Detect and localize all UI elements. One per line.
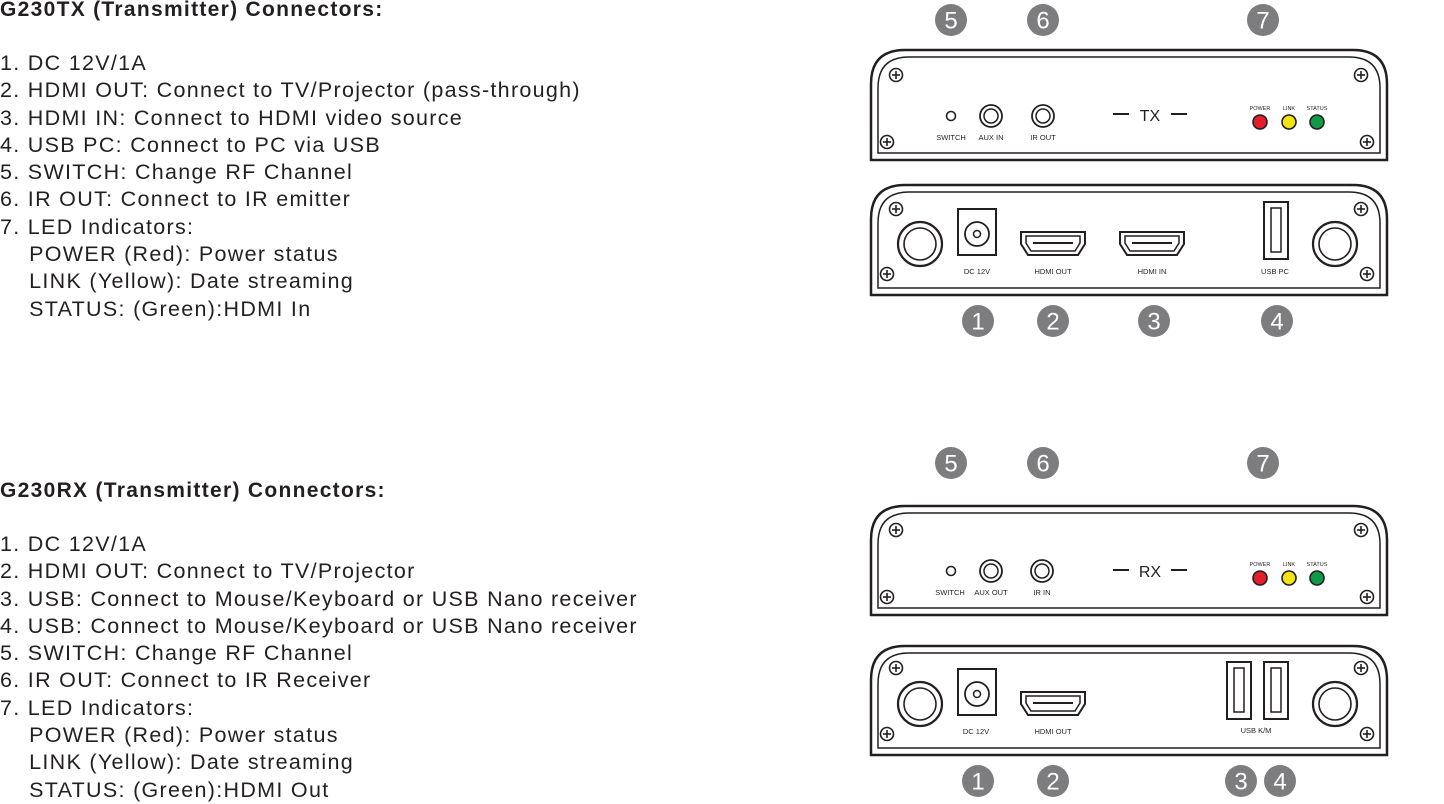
tx-line: STATUS: (Green):HDMI In <box>0 296 312 321</box>
port-label: SWITCH <box>936 133 966 142</box>
port-label: DC 12V <box>963 727 989 736</box>
callout-6: 6 <box>1036 8 1049 35</box>
usb-km-port-2 <box>1263 661 1289 720</box>
led-link <box>1281 114 1297 130</box>
tx-badge: TX <box>1140 108 1161 125</box>
hdmi-out-port <box>1020 691 1086 716</box>
led-label: STATUS <box>1307 562 1328 568</box>
led-status <box>1309 570 1325 586</box>
led-label: STATUS <box>1307 106 1328 112</box>
callout-7: 7 <box>1256 451 1269 478</box>
ir-out-jack <box>1031 104 1055 128</box>
tx-line: 7. LED Indicators: <box>0 214 195 239</box>
ir-in-jack <box>1030 559 1054 583</box>
antenna-connector <box>896 220 944 268</box>
port-label: USB K/M <box>1241 726 1272 735</box>
port-label: HDMI IN <box>1138 267 1167 276</box>
rx-line: POWER (Red): Power status <box>0 723 339 748</box>
usb-pc-port <box>1263 201 1289 260</box>
antenna-connector <box>896 680 944 728</box>
tx-line: LINK (Yellow): Date streaming <box>0 269 354 294</box>
aux-out-jack <box>979 559 1003 583</box>
tx-line: 3. HDMI IN: Connect to HDMI video source <box>0 105 464 130</box>
tx-line: POWER (Red): Power status <box>0 242 339 267</box>
callout-5: 5 <box>944 451 957 478</box>
rx-description: G230RX (Transmitter) Connectors: 1. DC 1… <box>0 477 638 804</box>
led-label: POWER <box>1250 562 1271 568</box>
port-label: IR IN <box>1033 588 1050 597</box>
port-label: HDMI OUT <box>1034 727 1071 736</box>
rx-line: STATUS: (Green):HDMI Out <box>0 777 330 802</box>
rx-line: 2. HDMI OUT: Connect to TV/Projector <box>0 559 416 584</box>
switch-button <box>945 565 957 577</box>
led-power <box>1252 570 1268 586</box>
led-label: POWER <box>1250 106 1271 112</box>
rx-line: 4. USB: Connect to Mouse/Keyboard or USB… <box>0 613 638 638</box>
rx-connector-list: 1. DC 12V/1A 2. HDMI OUT: Connect to TV/… <box>0 531 638 804</box>
rx-badge: RX <box>1139 564 1162 581</box>
antenna-connector <box>1311 680 1359 728</box>
dc-jack <box>957 668 997 716</box>
tx-description: G230TX (Transmitter) Connectors: 1. DC 1… <box>0 0 581 323</box>
aux-in-jack <box>979 104 1003 128</box>
callout-3: 3 <box>1234 769 1247 796</box>
rx-line: 5. SWITCH: Change RF Channel <box>0 641 354 666</box>
rx-front-panel: SWITCH AUX OUT IR IN RX POWER LINK STATU… <box>869 504 1389 617</box>
callout-4: 4 <box>1270 309 1283 336</box>
port-label: HDMI OUT <box>1034 267 1071 276</box>
hdmi-out-port <box>1020 231 1086 256</box>
tx-callouts-bottom: 1 2 3 4 <box>962 305 1293 337</box>
callout-4: 4 <box>1273 769 1286 796</box>
tx-front-panel: SWITCH AUX IN IR OUT TX POWER LINK STATU… <box>869 48 1389 162</box>
tx-heading: G230TX (Transmitter) Connectors: <box>0 0 384 21</box>
rx-line: 6. IR OUT: Connect to IR Receiver <box>0 668 372 693</box>
port-label: IR OUT <box>1030 133 1056 142</box>
tx-line: 2. HDMI OUT: Connect to TV/Projector (pa… <box>0 78 581 103</box>
rx-line: 3. USB: Connect to Mouse/Keyboard or USB… <box>0 586 638 611</box>
tx-line: 5. SWITCH: Change RF Channel <box>0 160 354 185</box>
port-label: DC 12V <box>964 267 990 276</box>
rx-callouts-top: 5 6 7 <box>935 447 1279 479</box>
port-label: SWITCH <box>935 588 965 597</box>
port-label: AUX OUT <box>974 588 1008 597</box>
rx-callouts-bottom: 1 2 3 4 <box>962 765 1296 797</box>
callout-2: 2 <box>1046 769 1059 796</box>
callout-1: 1 <box>971 769 984 796</box>
callout-7: 7 <box>1256 8 1269 35</box>
rx-heading: G230RX (Transmitter) Connectors: <box>0 479 386 502</box>
rx-line: LINK (Yellow): Date streaming <box>0 750 354 775</box>
tx-line: 4. USB PC: Connect to PC via USB <box>0 132 381 157</box>
led-label: LINK <box>1283 562 1296 568</box>
callout-5: 5 <box>944 8 957 35</box>
rx-line: 1. DC 12V/1A <box>0 532 148 556</box>
led-label: LINK <box>1283 106 1296 112</box>
usb-km-port-1 <box>1226 661 1252 720</box>
port-label: USB PC <box>1261 267 1290 276</box>
antenna-connector <box>1311 220 1359 268</box>
led-power <box>1252 114 1268 130</box>
callout-1: 1 <box>971 309 984 336</box>
led-link <box>1281 570 1297 586</box>
port-label: AUX IN <box>978 133 1003 142</box>
dc-jack <box>957 208 997 256</box>
callout-2: 2 <box>1046 309 1059 336</box>
tx-rear-panel: DC 12V HDMI OUT HDMI IN USB PC <box>869 183 1389 297</box>
callout-6: 6 <box>1036 451 1049 478</box>
tx-connector-list: 1. DC 12V/1A 2. HDMI OUT: Connect to TV/… <box>0 50 581 323</box>
hdmi-in-port <box>1119 231 1185 256</box>
led-status <box>1309 114 1325 130</box>
switch-button <box>945 110 957 122</box>
tx-line: 1. DC 12V/1A <box>0 51 148 75</box>
callout-3: 3 <box>1147 309 1160 336</box>
tx-callouts-top: 5 6 7 <box>935 4 1279 36</box>
tx-line: 6. IR OUT: Connect to IR emitter <box>0 187 352 212</box>
rx-rear-panel: DC 12V HDMI OUT USB K/M <box>869 644 1389 757</box>
rx-line: 7. LED Indicators: <box>0 695 195 720</box>
